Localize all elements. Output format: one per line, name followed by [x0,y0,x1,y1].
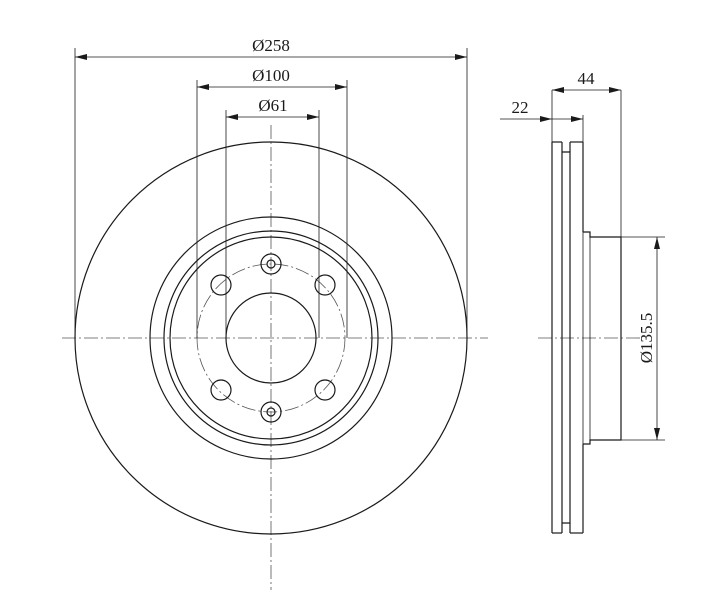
hub-inner-ring-1 [163,230,379,446]
stud-hole-bottom [260,401,282,423]
bolt-circle-label: Ø100 [252,66,290,85]
dimension-outer-diameter: Ø258 [75,36,467,60]
mounting-hole-upper-right [314,274,336,296]
stud-hole-top [260,253,282,275]
mounting-hole-upper-left [210,274,232,296]
mounting-hole-lower-right [314,379,336,401]
dimension-hub-diameter: Ø135.5 [637,237,660,440]
front-view: Ø258 Ø100 Ø61 [62,36,488,590]
center-bore-label: Ø61 [258,96,287,115]
hub-diameter-label: Ø135.5 [637,313,656,364]
hub-outer-ring [149,216,393,460]
dimension-total-height: 44 [552,69,621,93]
hub-inner-ring-2 [169,236,373,440]
total-height-label: 44 [578,69,596,88]
side-view: 44 22 Ø135.5 [500,69,665,534]
outer-diameter-label: Ø258 [252,36,290,55]
dimension-disc-thickness: 22 [500,98,583,122]
dimension-bolt-circle: Ø100 [197,66,347,90]
dimension-center-bore: Ø61 [226,96,319,120]
disc-thickness-label: 22 [512,98,529,117]
mounting-hole-lower-left [210,379,232,401]
